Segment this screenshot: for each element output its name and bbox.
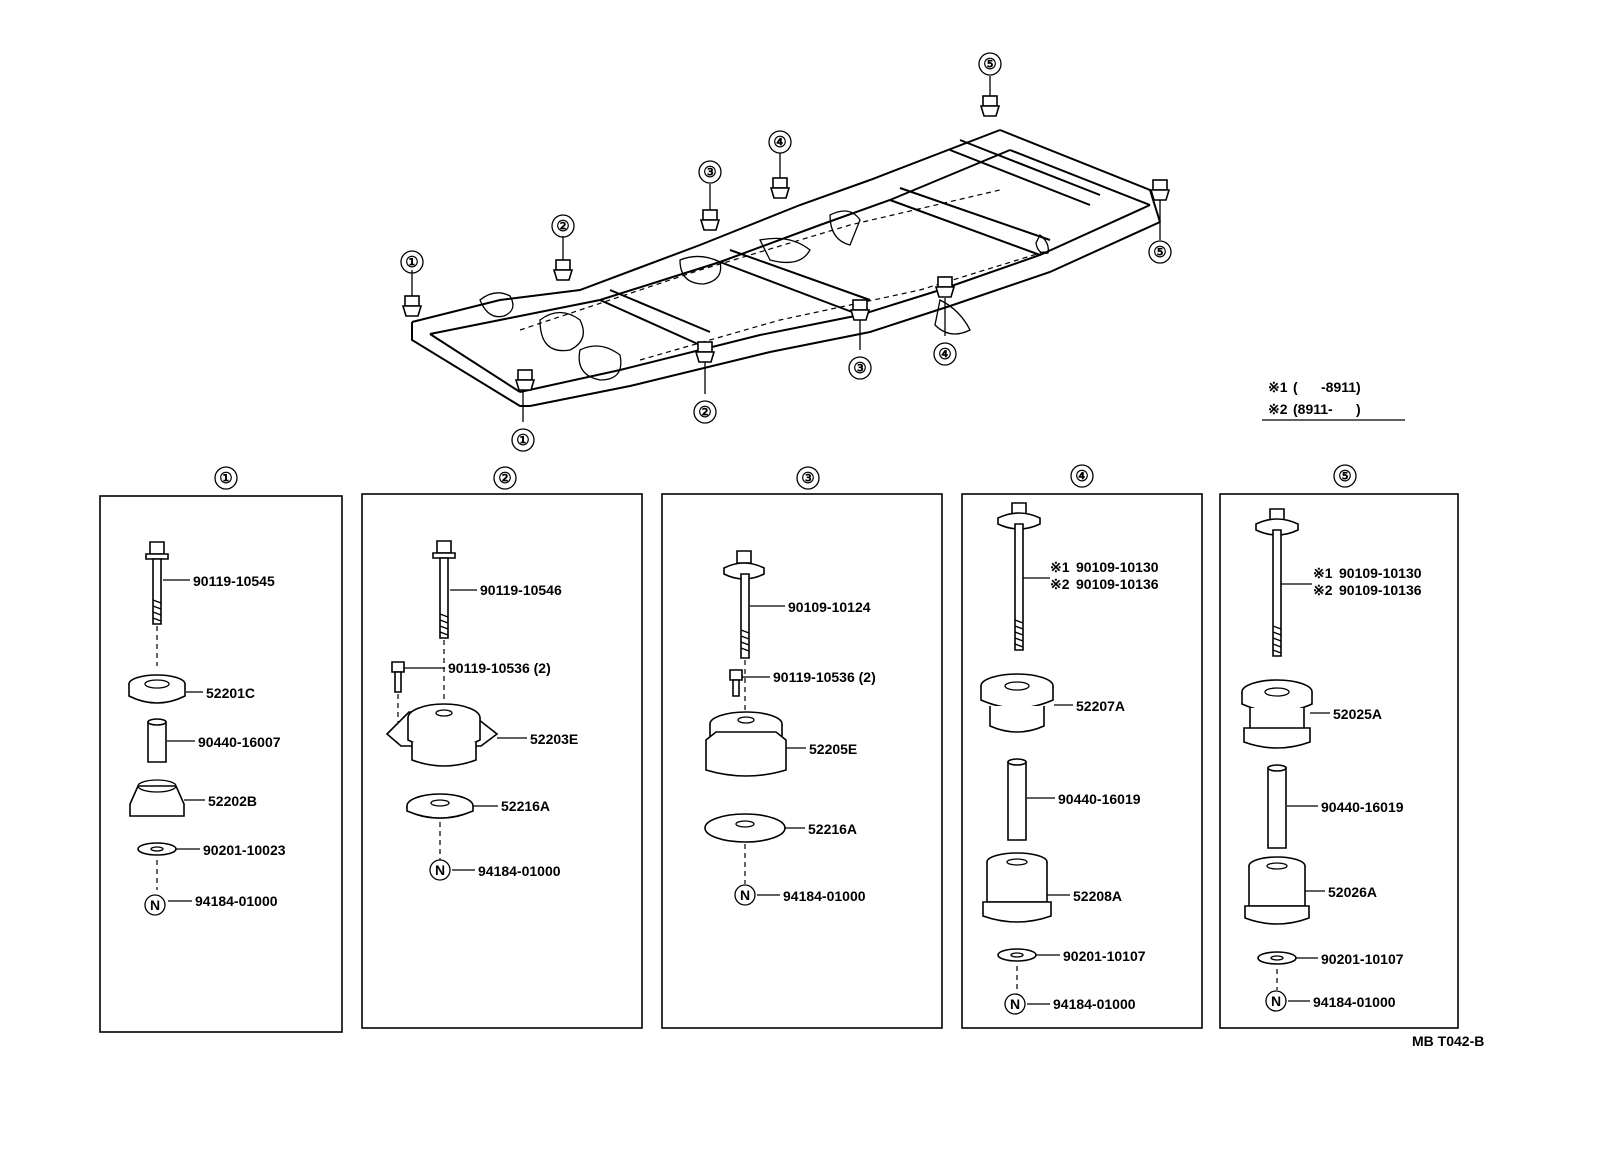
part-90119-10536-p2: 90119-10536 (2) [448, 660, 551, 676]
nut-symbol-1: N [150, 897, 160, 913]
legend-mark-2: ※2 [1268, 401, 1288, 417]
frame-callout-leaders [411, 76, 1161, 422]
legend: ※1 ( -8911) ※2 (8911- ) [1262, 379, 1405, 421]
part-90109-10136-p4: 90109-10136 [1076, 576, 1159, 592]
figure-code: MB T042-B [1412, 1033, 1484, 1049]
frame-mount-points [401, 95, 1171, 391]
panel-3: ③ 90109-10124 90119-10536 (2) 52205E 522… [661, 466, 943, 1029]
part-90119-10545: 90119-10545 [193, 573, 275, 589]
legend-range-1: ( -8911) [1293, 379, 1361, 395]
legend-mark-1: ※1 [1268, 379, 1288, 395]
panel-1: ① 90119-10545 52201C 90440-16007 52202B … [99, 466, 343, 1033]
part-52207A: 52207A [1076, 698, 1125, 714]
part-90119-10546: 90119-10546 [480, 582, 562, 598]
part-90119-10536-p3: 90119-10536 (2) [773, 669, 876, 685]
frame-callouts: ① ① ② ② ③ ③ ④ ④ ⑤ ⑤ [400, 52, 1172, 452]
nut-symbol-2: N [435, 862, 445, 878]
part-94184-01000-p3: 94184-01000 [783, 888, 866, 904]
panel-2: ② 90119-10546 90119-10536 (2) 52203E 522… [361, 466, 643, 1029]
nut-symbol-5: N [1271, 993, 1281, 1009]
chassis-frame [411, 129, 1161, 407]
callout-5-rear-left: ⑤ [983, 56, 996, 73]
part-90109-10124: 90109-10124 [788, 599, 871, 615]
part-52025A: 52025A [1333, 706, 1382, 722]
nut-symbol-4: N [1010, 996, 1020, 1012]
part-mark-2-p5: ※2 [1313, 582, 1333, 598]
part-52208A: 52208A [1073, 888, 1122, 904]
callout-1-front-left: ① [405, 254, 418, 271]
part-52216A-p3: 52216A [808, 821, 857, 837]
panel-4: ④ ※1 90109-10130 ※2 90109-10136 52207A 9… [961, 464, 1203, 1029]
part-52201C: 52201C [206, 685, 255, 701]
panel-1-marker: ① [219, 470, 232, 487]
callout-2-left: ② [556, 218, 569, 235]
panel-5-marker: ⑤ [1338, 468, 1351, 485]
panel-4-marker: ④ [1075, 468, 1088, 485]
part-52026A: 52026A [1328, 884, 1377, 900]
legend-range-2: (8911- ) [1293, 401, 1361, 417]
part-90109-10136-p5: 90109-10136 [1339, 582, 1422, 598]
part-mark-2-p4: ※2 [1050, 576, 1070, 592]
part-90440-16007: 90440-16007 [198, 734, 281, 750]
callout-2-right: ② [698, 404, 711, 421]
part-52202B: 52202B [208, 793, 257, 809]
part-52203E: 52203E [530, 731, 578, 747]
part-90440-16019-p4: 90440-16019 [1058, 791, 1141, 807]
panel-5: ⑤ ※1 90109-10130 ※2 90109-10136 52025A 9… [1219, 464, 1459, 1029]
part-90109-10130-p4: 90109-10130 [1076, 559, 1159, 575]
part-94184-01000-p2: 94184-01000 [478, 863, 561, 879]
part-90201-10107-p5: 90201-10107 [1321, 951, 1404, 967]
part-90201-10023: 90201-10023 [203, 842, 286, 858]
nut-symbol-3: N [740, 887, 750, 903]
part-94184-01000-p5: 94184-01000 [1313, 994, 1396, 1010]
callout-4-left: ④ [773, 134, 786, 151]
part-90201-10107-p4: 90201-10107 [1063, 948, 1146, 964]
part-52205E: 52205E [809, 741, 857, 757]
callout-4-right: ④ [938, 346, 951, 363]
part-94184-01000-p1: 94184-01000 [195, 893, 278, 909]
panel-2-marker: ② [498, 470, 511, 487]
part-94184-01000-p4: 94184-01000 [1053, 996, 1136, 1012]
part-mark-1-p4: ※1 [1050, 559, 1070, 575]
part-90109-10130-p5: 90109-10130 [1339, 565, 1422, 581]
panel-3-marker: ③ [801, 470, 814, 487]
part-mark-1-p5: ※1 [1313, 565, 1333, 581]
part-52216A-p2: 52216A [501, 798, 550, 814]
callout-3-left: ③ [703, 164, 716, 181]
part-90440-16019-p5: 90440-16019 [1321, 799, 1404, 815]
callout-3-right: ③ [853, 360, 866, 377]
callout-1-front-right: ① [516, 432, 529, 449]
callout-5-rear-right: ⑤ [1153, 244, 1166, 261]
